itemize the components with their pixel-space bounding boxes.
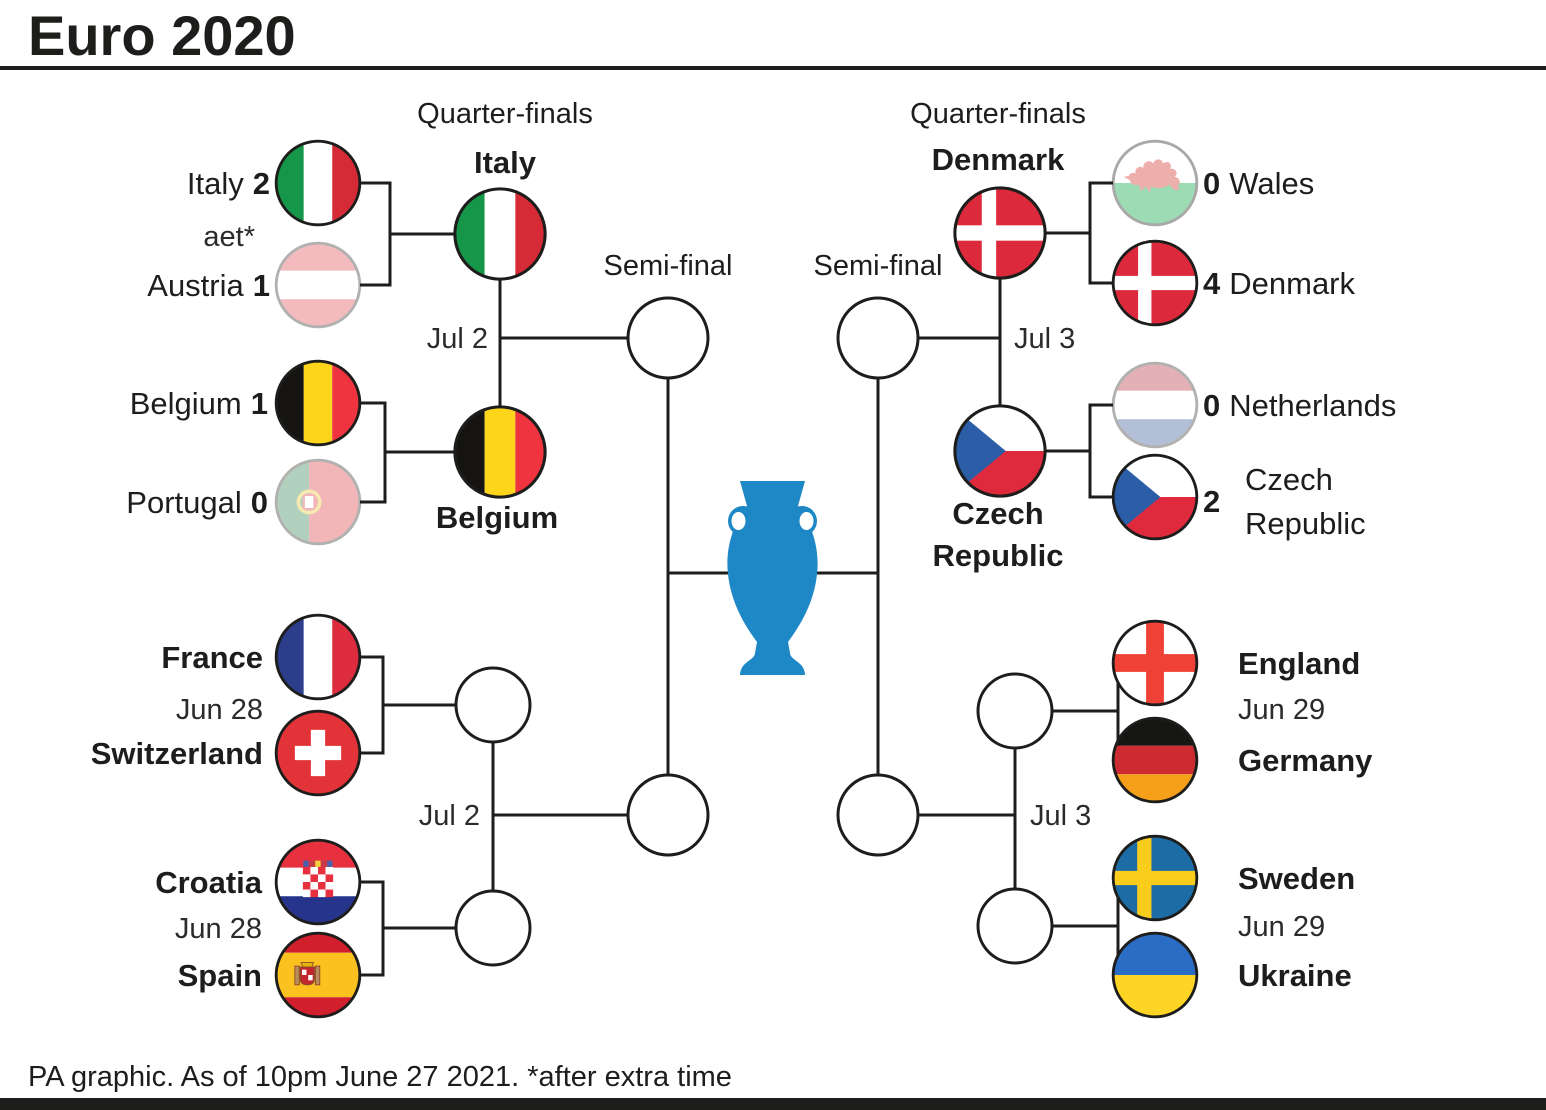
qf-czech-republic-flag-icon: [952, 403, 1048, 499]
match8-away-name: Ukraine: [1238, 958, 1352, 993]
qf1-date: Jul 2: [427, 323, 488, 355]
match1-home: Italy 2: [187, 166, 270, 201]
footer-bar: [0, 1098, 1546, 1110]
denmark-flag-icon: [1111, 239, 1200, 328]
wales-flag-icon: [1111, 139, 1200, 228]
match2-home-name: Belgium: [130, 386, 242, 421]
match5-home: 0 Wales: [1203, 166, 1314, 201]
sweden-flag-icon: [1111, 834, 1200, 923]
match2-away-score: 0: [251, 485, 268, 520]
connector-qf4-to-semi: [918, 748, 1017, 889]
match2-home-score: 1: [251, 386, 268, 421]
england-flag-icon: [1111, 619, 1200, 708]
belgium-flag-icon: [274, 359, 363, 448]
connector-m6: [1045, 403, 1113, 499]
connector-qf3-to-semi: [918, 278, 1002, 406]
austria-flag-icon: [274, 241, 363, 330]
match5-away-score: 4: [1203, 266, 1221, 301]
qf1-team1-label: Italy: [474, 145, 537, 180]
qf4-date: Jul 3: [1030, 800, 1091, 832]
match1-away: Austria 1: [147, 268, 270, 303]
match1-home-score: 2: [253, 166, 270, 201]
connector-m3: [356, 655, 456, 755]
match2-home: Belgium 1: [130, 386, 268, 421]
match4-date: Jun 28: [175, 913, 262, 945]
match7-away-name: Germany: [1238, 743, 1373, 778]
ukraine-flag-icon: [1111, 931, 1200, 1020]
footer-caption: PA graphic. As of 10pm June 27 2021. *af…: [28, 1061, 732, 1093]
germany-flag-icon: [1111, 716, 1200, 805]
match1-away-name: Austria: [147, 268, 244, 303]
match7-home-name: England: [1238, 646, 1360, 681]
match7-date: Jun 29: [1238, 694, 1325, 726]
qf-slot-england-germany-winner: [976, 672, 1054, 750]
match5-away-name: Denmark: [1229, 266, 1355, 301]
spain-flag-icon: [274, 931, 363, 1020]
match2-away: Portugal 0: [126, 485, 268, 520]
netherlands-flag-icon: [1111, 361, 1200, 450]
semi-final-label-right: Semi-final: [814, 250, 943, 282]
match6-away-name-line2: Republic: [1245, 506, 1366, 541]
connector-m5: [1045, 181, 1113, 285]
match1-away-score: 1: [253, 268, 270, 303]
connector-qf2-to-semi: [491, 742, 628, 891]
connector-m1: [360, 181, 455, 287]
match8-date: Jun 29: [1238, 911, 1325, 943]
qf3-date: Jul 3: [1014, 323, 1075, 355]
qf-slot-sweden-ukraine-winner: [976, 887, 1054, 965]
qf3-team2-line1: Czech: [952, 496, 1043, 531]
match6-home-name: Netherlands: [1229, 388, 1396, 423]
header-divider: [0, 66, 1546, 70]
connector-qf1-to-semi: [498, 279, 628, 407]
croatia-flag-icon: [274, 838, 363, 927]
qf-slot-france-switzerland-winner: [454, 666, 532, 744]
portugal-flag-icon: [274, 458, 363, 547]
qf3-team1-label: Denmark: [932, 142, 1065, 177]
match1-note: aet*: [203, 221, 255, 253]
semi-final-slot-right-top: [836, 296, 920, 380]
match6-away-name-line1: Czech: [1245, 462, 1333, 497]
match3-date: Jun 28: [176, 694, 263, 726]
qf-belgium-flag-icon: [452, 404, 548, 500]
page-title: Euro 2020: [28, 4, 296, 67]
euro-trophy-icon: [727, 481, 818, 675]
quarter-finals-label-left: Quarter-finals: [417, 98, 593, 130]
match5-home-name: Wales: [1229, 166, 1314, 201]
semi-final-slot-right-bottom: [836, 773, 920, 857]
match3-away-name: Switzerland: [91, 736, 263, 771]
match4-home-name: Croatia: [155, 865, 263, 900]
match6-away-score: 2: [1203, 484, 1220, 519]
bracket-connectors: [356, 181, 1145, 977]
qf-slot-croatia-spain-winner: [454, 889, 532, 967]
match6-home: 0 Netherlands: [1203, 388, 1396, 423]
qf2-date: Jul 2: [419, 800, 480, 832]
semi-final-slot-left-bottom: [626, 773, 710, 857]
czech-republic-flag-icon: [1111, 453, 1200, 542]
match6-home-score: 0: [1203, 388, 1220, 423]
match5-home-score: 0: [1203, 166, 1220, 201]
connector-m2: [360, 401, 455, 504]
match1-home-name: Italy: [187, 166, 244, 201]
connector-m4: [356, 880, 456, 977]
semi-final-label-left: Semi-final: [604, 250, 733, 282]
france-flag-icon: [274, 613, 363, 702]
quarter-finals-label-right: Quarter-finals: [910, 98, 1086, 130]
qf1-team2-label: Belgium: [436, 500, 558, 535]
match2-away-name: Portugal: [126, 485, 241, 520]
semi-final-slot-left-top: [626, 296, 710, 380]
switzerland-flag-icon: [274, 709, 363, 798]
qf3-team2-line2: Republic: [933, 538, 1064, 573]
qf-italy-flag-icon: [452, 186, 548, 282]
qf-denmark-flag-icon: [952, 185, 1048, 281]
match8-home-name: Sweden: [1238, 861, 1355, 896]
match4-away-name: Spain: [178, 958, 262, 993]
italy-flag-icon: [274, 139, 363, 228]
match3-home-name: France: [161, 640, 263, 675]
